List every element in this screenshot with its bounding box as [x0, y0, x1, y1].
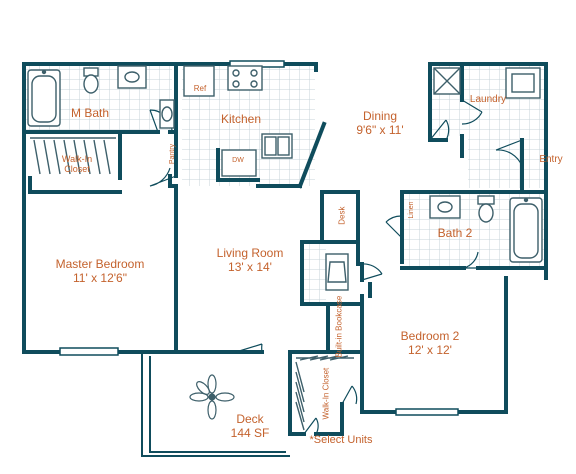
- label-kitchen: Kitchen: [220, 112, 262, 126]
- label-ref: Ref: [193, 84, 207, 93]
- label-desk: Desk: [337, 206, 347, 225]
- fixtures: [27, 65, 543, 431]
- bedroom2-window: [395, 408, 459, 416]
- living-room-dims: 13' x 14': [228, 259, 272, 274]
- deck-dims: 144 SF: [230, 425, 270, 440]
- label-dw: DW: [232, 157, 244, 164]
- master-window: [59, 347, 119, 356]
- deck-rails: [141, 352, 290, 457]
- label-bedroom-2: Bedroom 2 12' x 12': [392, 329, 468, 358]
- kitchen-stove: [227, 65, 263, 91]
- windows: [59, 60, 459, 416]
- label-master-bedroom: Master Bedroom 11' x 12'6": [40, 257, 160, 286]
- dishwasher: [221, 149, 257, 177]
- label-bath-2: Bath 2: [437, 226, 473, 240]
- bath2-toilet: [477, 195, 495, 205]
- label-dining: Dining 9'6" x 11': [340, 109, 420, 138]
- label-laundry: Laundry: [469, 94, 507, 105]
- label-living-room: Living Room 13' x 14': [208, 246, 292, 275]
- dining-name: Dining: [362, 109, 398, 123]
- footnote-select-units: *Select Units: [309, 434, 373, 446]
- label-walkin-closet-2: Walk-In Closet: [321, 367, 331, 420]
- label-built-in-bookcase: Built-in Bookcase: [334, 295, 344, 358]
- living-room-name: Living Room: [216, 246, 284, 260]
- label-linen: Linen: [407, 201, 415, 219]
- kitchen-fridge: [183, 65, 215, 97]
- fireplace-tile: [304, 242, 326, 302]
- label-deck: Deck 144 SF: [222, 412, 278, 441]
- entry-tile: [468, 136, 544, 188]
- label-entry: Entry: [539, 154, 563, 165]
- ceiling-fan-icon: [189, 374, 235, 420]
- master-bedroom-dims: 11' x 12'6": [73, 270, 127, 285]
- tile-floors: [26, 66, 544, 302]
- bedroom-2-dims: 12' x 12': [408, 342, 452, 357]
- dining-dims: 9'6" x 11': [356, 122, 404, 137]
- deck-name: Deck: [236, 412, 264, 426]
- bedroom-2-name: Bedroom 2: [400, 329, 460, 343]
- master-bedroom-name: Master Bedroom: [55, 257, 145, 271]
- label-pantry: Pantry: [168, 143, 176, 165]
- label-m-bath: M Bath: [70, 106, 109, 120]
- label-walkin-closet-master: Walk-In Closet: [61, 154, 93, 175]
